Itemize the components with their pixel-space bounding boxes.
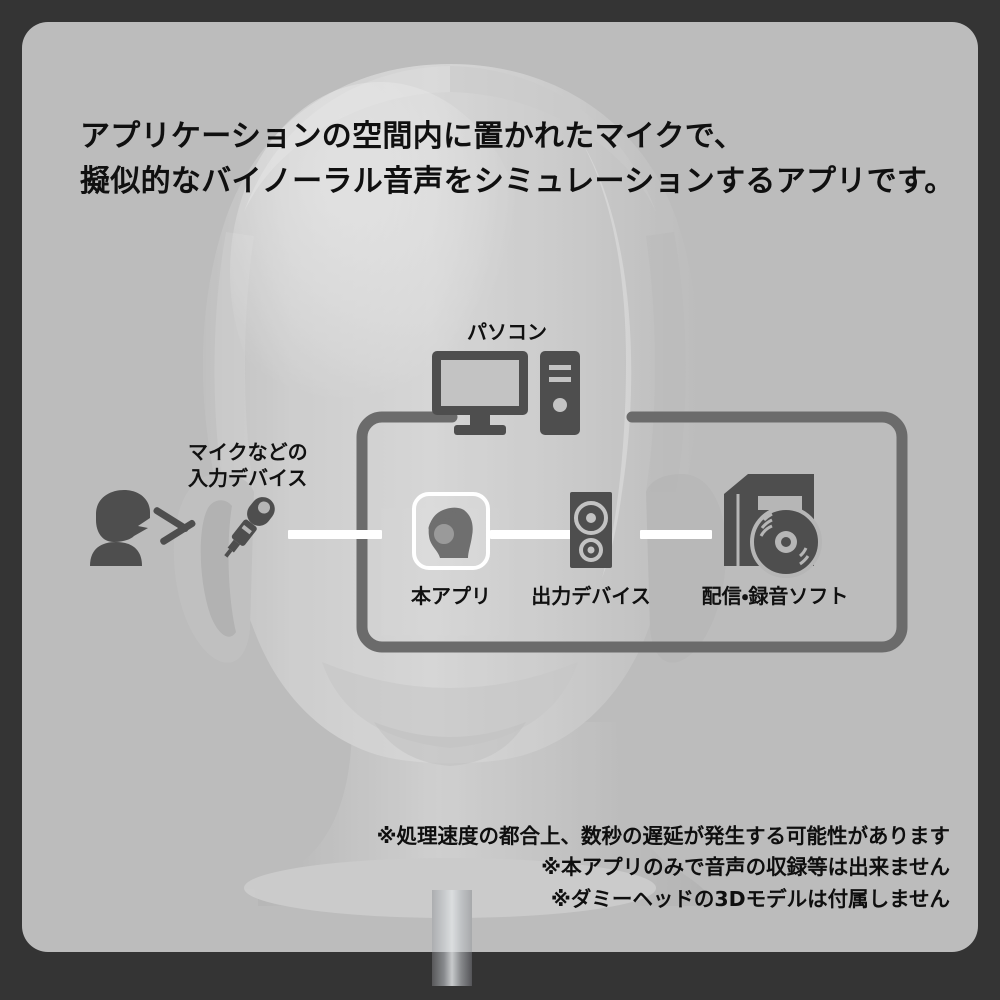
software-box-cd-icon: [714, 470, 824, 584]
recording-software-label: 配信・録音ソフト: [701, 584, 849, 608]
connector-app-to-output: [490, 530, 584, 539]
this-app-label: 本アプリ: [411, 584, 491, 608]
desktop-computer-icon: [432, 347, 582, 441]
connector-mic-to-app: [288, 530, 382, 539]
handheld-microphone-icon: [212, 490, 284, 570]
dummy-head-background-illustration: [22, 22, 978, 952]
person-speaking-icon: [82, 488, 202, 570]
footnotes: ※処理速度の都合上、数秒の遅延が発生する可能性があります ※本アプリのみで音声の…: [376, 823, 950, 912]
page-title: アプリケーションの空間内に置かれたマイクで、 擬似的なバイノーラル音声をシミュレ…: [80, 119, 955, 199]
this-app-icon-tile[interactable]: [412, 492, 490, 570]
input-device-label: マイクなどの 入力デバイス: [188, 440, 308, 490]
output-device-label: 出力デバイス: [531, 584, 651, 608]
connector-output-to-software: [640, 530, 712, 539]
computer-label: パソコン: [467, 320, 547, 344]
computer-boundary-frame: [352, 407, 912, 657]
content-panel: アプリケーションの空間内に置かれたマイクで、 擬似的なバイノーラル音声をシミュレ…: [22, 22, 978, 952]
speaker-icon: [570, 492, 612, 572]
